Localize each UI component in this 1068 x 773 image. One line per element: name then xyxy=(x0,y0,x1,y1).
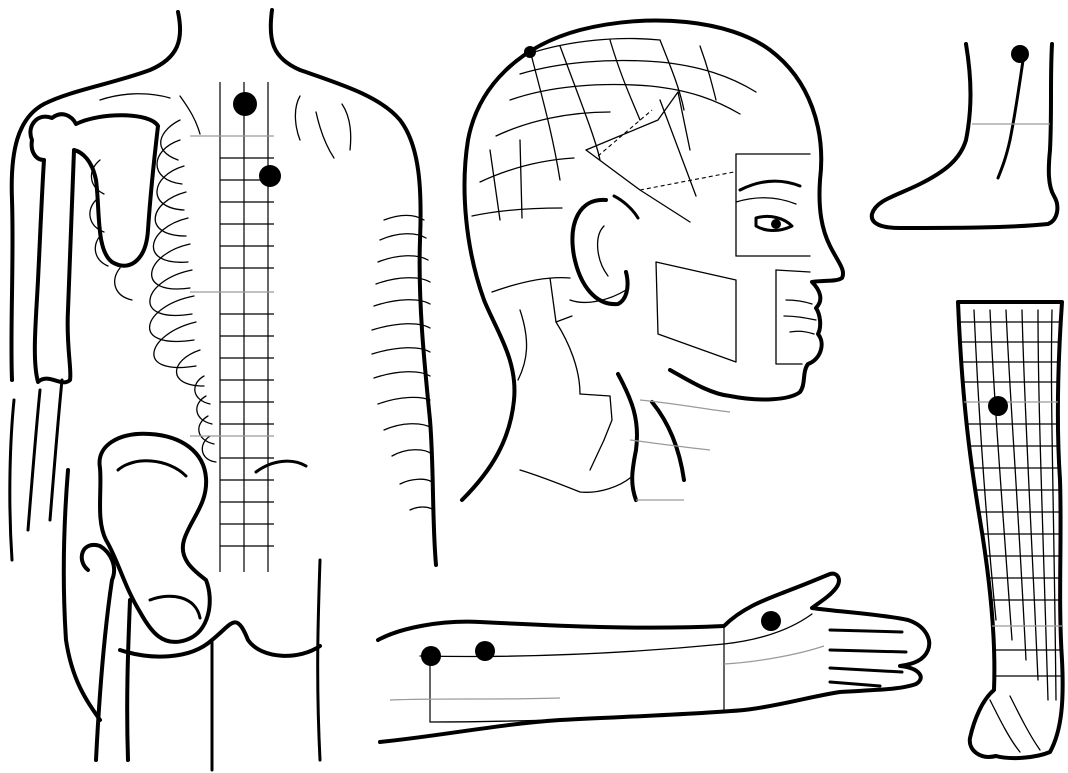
head-profile xyxy=(462,20,843,500)
lower-leg xyxy=(958,302,1063,758)
foot xyxy=(872,44,1058,228)
acupoint-marker xyxy=(259,165,281,187)
acupoint-marker xyxy=(233,92,257,116)
face-neck-grid xyxy=(492,262,810,500)
arm-grid xyxy=(390,614,824,722)
scalp-grid xyxy=(472,39,810,256)
acupoint-marker xyxy=(988,396,1008,416)
acupoint-marker xyxy=(421,646,441,666)
acupoint-marker xyxy=(524,46,536,58)
leg-grid xyxy=(960,310,1062,752)
forearm-hand xyxy=(378,574,929,742)
back-torso xyxy=(10,10,436,770)
acupoint-marker xyxy=(475,641,495,661)
acupoint-marker xyxy=(1011,45,1029,63)
acupoint-marker xyxy=(761,611,781,631)
